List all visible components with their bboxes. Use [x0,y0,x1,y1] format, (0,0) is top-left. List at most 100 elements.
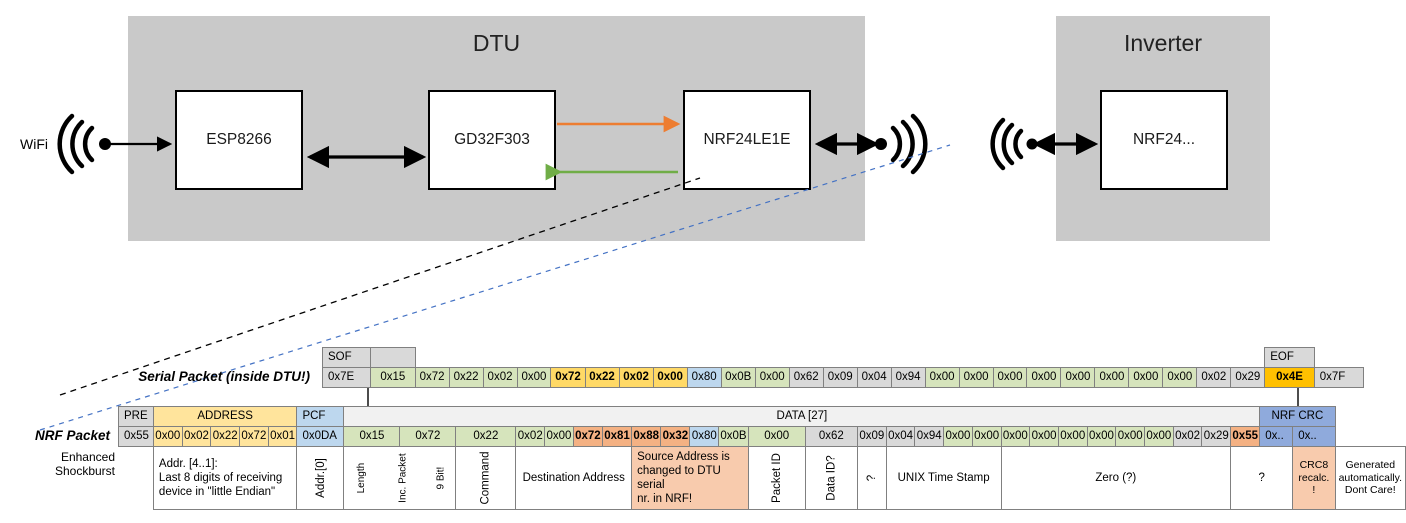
nrf-byte-cell: 0x04 [885,426,916,447]
desc-source-line2: changed to DTU serial [637,464,721,491]
nrf-header-row: PRE ADDRESS PCF DATA [27] NRF CRC [118,406,1406,427]
serial-byte-cell: 0x00 [958,367,994,388]
nrf-byte-cell: 0x00 [1057,426,1088,447]
desc-data-id: Data ID? [804,446,858,510]
desc-addr0-label: Addr.[0] [314,458,327,498]
nrf-address-byte: 0x22 [210,426,241,447]
desc-unknown: ? [856,446,887,510]
serial-byte-cell: 0x02 [618,367,654,388]
nrf-packet-label: NRF Packet [34,428,110,443]
serial-byte-cell: 0x00 [1094,367,1130,388]
nrf-byte-cell: 0x29 [1201,426,1232,447]
serial-value-tail [1364,368,1406,388]
serial-byte-cell: 0x15 [369,367,416,388]
nrf-byte-cell: 0x02 [1172,426,1203,447]
desc-source: Source Address is changed to DTU serial … [631,446,749,510]
serial-byte-cell: 0x00 [924,367,960,388]
inverter-title: Inverter [1124,30,1202,56]
serial-byte-cell: 0x4E [1264,367,1315,388]
desc-nrf-crc: Generated automatically. Dont Care! [1334,446,1406,510]
serial-byte-cell: 0x00 [516,367,552,388]
nrf-crc-value: 0x.. [1292,426,1336,447]
nrf-byte-cell: 0x80 [689,426,720,447]
desc-address-line2: Last 8 digits of receiving [158,471,283,484]
chip-nrf24-inverter: NRF24... [1100,90,1228,190]
desc-tail-unknown: ? [1230,446,1294,510]
desc-crc8: CRC8 recalc. ! [1292,446,1336,510]
nrf-byte-cell: 0x15 [343,426,401,447]
serial-eof-header: EOF [1264,347,1315,368]
serial-byte-cell: 0x00 [992,367,1028,388]
serial-byte-cell: 0x72 [550,367,586,388]
nrf-pre-header: PRE [118,406,154,427]
serial-header-tail [1314,348,1364,368]
nrf-byte-cell: 0x00 [1144,426,1174,447]
desc-packet-id: Packet ID [747,446,806,510]
nrf-crc-value: 0x.. [1259,426,1294,447]
nrf-byte-cell: 0x00 [971,426,1002,447]
desc-command: Command [455,446,517,510]
nrf-byte-cell: 0x0B [718,426,749,447]
wifi-label: WiFi [20,136,48,152]
desc-crc8-line1: CRC8 [1299,458,1329,471]
serial-byte-cell: 0x00 [1060,367,1096,388]
nrf-byte-cell: 0x00 [1086,426,1117,447]
nrf-byte-cell: 0x00 [1029,426,1059,447]
nrf-description-row: Addr. [4..1]: Last 8 digits of receiving… [119,446,1406,510]
serial-byte-cell: 0x22 [448,367,484,388]
desc-source-line3: nr. in NRF! [637,493,693,506]
nrf-packet-table: PRE ADDRESS PCF DATA [27] NRF CRC 0x55 0… [118,406,1406,510]
serial-byte-cell: 0x62 [788,367,824,388]
desc-packet-id-label: Packet ID [770,453,783,503]
nrf-pcf-value: 0x0DA [296,426,345,447]
nrf-data-header: DATA [27] [343,406,1261,427]
dtu-title: DTU [472,30,521,56]
nrf-byte-cell: 0x00 [1115,426,1146,447]
serial-header-blank [369,347,416,368]
serial-byte-cell: 0x02 [1196,367,1232,388]
nrf-byte-cell: 0x09 [856,426,887,447]
serial-byte-cell: 0x72 [414,367,450,388]
desc-addr0: Addr.[0] [296,446,345,510]
nrf-byte-cell: 0x00 [1000,426,1031,447]
chip-gd32f303: GD32F303 [428,90,556,190]
nrf-byte-cell: 0x81 [601,426,633,447]
nrf-address-byte: 0x72 [239,426,269,447]
serial-byte-cell: 0x09 [822,367,858,388]
desc-command-label: Command [479,451,492,505]
serial-sof-value: 0x7E [322,367,371,388]
nrf-byte-cell: 0x00 [544,426,574,447]
nrf-byte-cell: 0x22 [455,426,517,447]
serial-byte-cell: 0x00 [754,367,790,388]
nrf-address-header: ADDRESS [152,406,298,427]
serial-eof-value: 0x7F [1313,367,1365,388]
serial-sof-header: SOF [322,347,371,368]
nrf-byte-cell: 0x94 [914,426,945,447]
desc-nrf-crc-line1: Generated [1345,458,1396,471]
desc-pcf-line3: Length [356,462,368,494]
desc-pre-blank [119,447,154,510]
desc-zero: Zero (?) [1000,446,1232,510]
desc-pcf: 9 Bit! Inc. Packet Length [343,446,457,510]
serial-byte-cell: 0x02 [482,367,518,388]
desc-crc8-line2: recalc. [1298,471,1330,484]
serial-byte-cell: 0x22 [584,367,620,388]
nrf-byte-cell: 0x00 [747,426,806,447]
nrf-value-row: 0x55 0x00 0x02 0x22 0x72 0x01 0x0DA 0x15… [118,426,1406,447]
nrf-byte-cell: 0x62 [804,426,858,447]
desc-destination: Destination Address [515,446,633,510]
nrf-byte-cell: 0x72 [572,426,603,447]
chip-nrf24le1e: NRF24LE1E [683,90,811,190]
serial-byte-cell: 0x0B [720,367,756,388]
serial-byte-cell: 0x00 [1026,367,1062,388]
nrf-byte-cell: 0x72 [399,426,457,447]
desc-pcf-line2: Inc. Packet [397,453,409,503]
serial-byte-cell: 0x80 [686,367,722,388]
desc-crc8-line3: ! [1312,484,1316,497]
nrf-address-byte: 0x02 [181,426,212,447]
inverter-container: Inverter [1056,16,1270,241]
desc-nrf-crc-line2: automatically. [1338,471,1402,484]
serial-byte-cell: 0x04 [856,367,892,388]
